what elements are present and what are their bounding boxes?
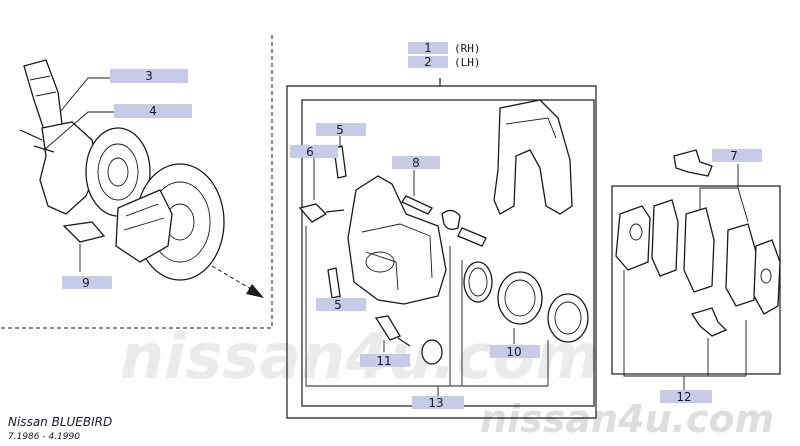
svg-text:2: 2 bbox=[424, 55, 432, 69]
svg-text:(LH): (LH) bbox=[454, 56, 481, 69]
svg-text:13: 13 bbox=[428, 396, 443, 410]
brake-pad-kit bbox=[615, 149, 781, 392]
svg-text:6: 6 bbox=[306, 145, 314, 159]
svg-text:(RH): (RH) bbox=[454, 42, 481, 55]
callout-8: 8 bbox=[392, 156, 440, 170]
svg-text:5: 5 bbox=[336, 123, 344, 137]
callout-7: 7 bbox=[712, 149, 762, 163]
svg-text:5: 5 bbox=[334, 298, 342, 312]
model-caption: Nissan BLUEBIRD bbox=[8, 415, 112, 429]
svg-text:1: 1 bbox=[424, 41, 432, 55]
svg-text:10: 10 bbox=[506, 345, 521, 359]
date-range-caption: 7.1986 - 4.1990 bbox=[8, 432, 80, 442]
svg-text:7: 7 bbox=[730, 149, 738, 163]
callout-9: 9 bbox=[62, 276, 112, 290]
pad-kit-frame bbox=[611, 185, 781, 375]
svg-text:11: 11 bbox=[376, 354, 391, 368]
svg-text:3: 3 bbox=[145, 69, 153, 83]
callout-3: 3 bbox=[110, 69, 188, 83]
callout-5-top: 5 bbox=[316, 123, 366, 137]
callout-13: 13 bbox=[412, 396, 464, 410]
svg-text:12: 12 bbox=[676, 390, 691, 404]
callout-11: 11 bbox=[360, 354, 410, 368]
svg-text:9: 9 bbox=[82, 276, 90, 290]
callout-5-bottom: 5 bbox=[316, 298, 366, 312]
callout-12: 12 bbox=[660, 390, 712, 404]
svg-text:8: 8 bbox=[412, 156, 420, 170]
callout-10: 10 bbox=[490, 345, 540, 359]
callout-4: 4 bbox=[114, 104, 192, 118]
callout-2: 2 (LH) bbox=[408, 55, 481, 69]
callout-6: 6 bbox=[290, 145, 338, 159]
caliper-assembly bbox=[298, 99, 589, 396]
knuckle-hub-disc-assembly bbox=[19, 59, 264, 298]
svg-text:4: 4 bbox=[149, 104, 157, 118]
callout-1: 1 (RH) bbox=[408, 41, 481, 55]
watermark-bottom: nissan4u.com bbox=[480, 397, 774, 441]
